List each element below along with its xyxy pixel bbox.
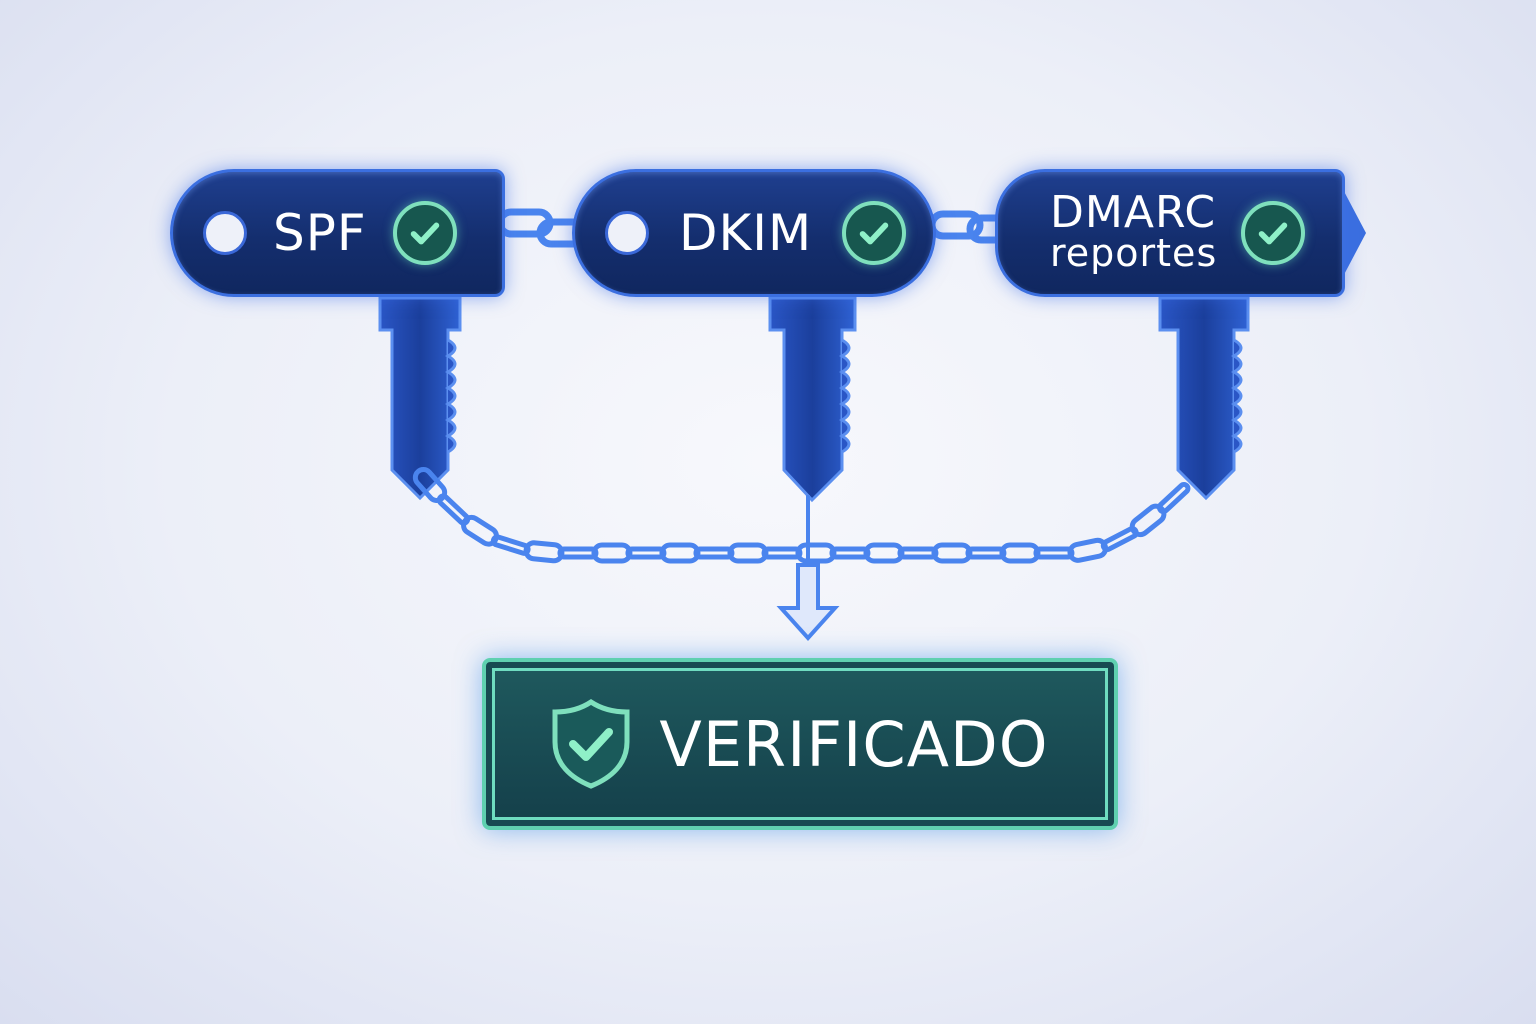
key-dmarc	[1158, 296, 1250, 501]
chain-link	[523, 540, 565, 564]
chain-link	[931, 542, 973, 564]
chain-link	[897, 546, 939, 560]
chain-link	[727, 542, 769, 564]
chain-link	[1067, 537, 1109, 563]
down-arrow	[776, 495, 840, 641]
chain-link	[965, 546, 1007, 560]
tag-spf: SPF	[170, 169, 505, 297]
chain-link	[1033, 546, 1075, 560]
verified-badge: VERIFICADO	[482, 658, 1118, 830]
verified-label: VERIFICADO	[659, 707, 1049, 781]
key-spf	[378, 296, 462, 501]
chain-link	[659, 542, 701, 564]
check-circle-icon	[1241, 201, 1306, 265]
tag-hole	[203, 211, 247, 255]
chain-link	[693, 546, 735, 560]
tag-hole	[605, 211, 649, 255]
chain-link	[795, 542, 837, 564]
chain-link	[999, 542, 1041, 564]
tag-label-dmarc: DMARC	[1050, 187, 1217, 238]
chain-link	[625, 546, 667, 560]
chain-link	[863, 542, 905, 564]
tag-dmarc: DMARC reportes	[995, 169, 1345, 297]
check-circle-icon	[392, 201, 457, 265]
chain-link	[557, 546, 599, 560]
tag-sublabel-dmarc: reportes	[1050, 231, 1218, 275]
tag-dkim: DKIM	[572, 169, 936, 297]
chain-link	[761, 546, 803, 560]
chain-link	[829, 546, 871, 560]
chain-link	[591, 542, 633, 564]
tag-label-spf: SPF	[273, 204, 367, 262]
tag-label-dkim: DKIM	[679, 204, 813, 262]
shield-check-icon	[552, 698, 630, 789]
chain-link	[1156, 481, 1191, 515]
bottom-chain	[412, 467, 1191, 564]
check-circle-icon	[842, 201, 907, 265]
key-dkim	[768, 296, 857, 503]
